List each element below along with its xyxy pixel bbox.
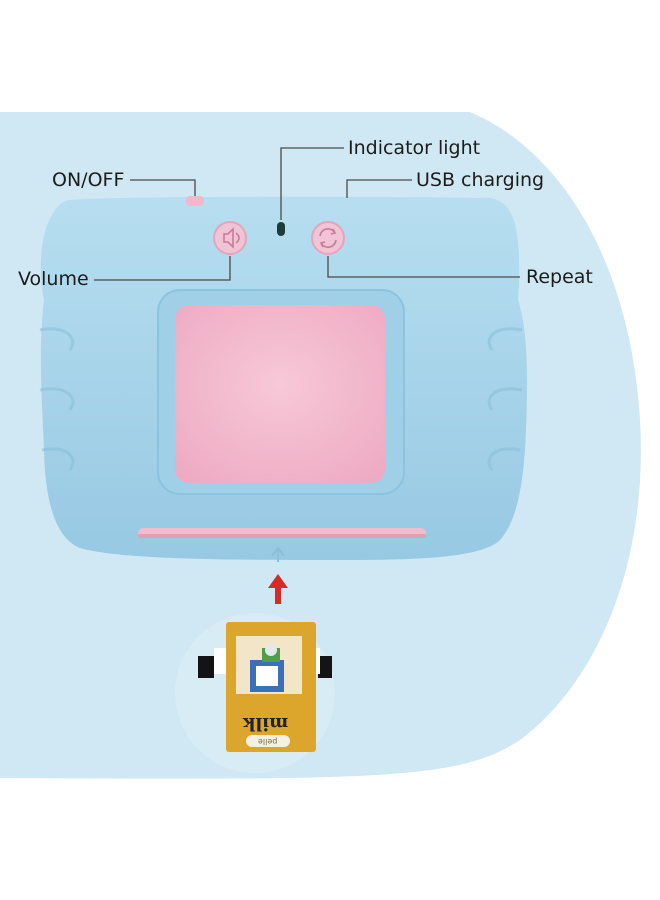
- insert-arrow-icon: [268, 574, 288, 604]
- label-usb-charging: USB charging: [416, 169, 545, 191]
- repeat-button[interactable]: [311, 221, 345, 255]
- label-volume: Volume: [18, 268, 89, 290]
- card-inset: [175, 613, 335, 773]
- volume-button[interactable]: [213, 221, 247, 255]
- label-repeat: Repeat: [526, 266, 593, 288]
- label-on-off: ON/OFF: [52, 169, 125, 191]
- indicator-light: [277, 222, 285, 236]
- screen: [175, 305, 385, 483]
- card-caption: pelle: [258, 737, 278, 746]
- volume-icon: [223, 227, 240, 249]
- label-indicator-light: Indicator light: [348, 137, 481, 159]
- repeat-icon: [319, 228, 337, 248]
- leader-lines: [94, 147, 520, 281]
- card-word: milk: [243, 713, 289, 734]
- power-switch[interactable]: [186, 196, 204, 206]
